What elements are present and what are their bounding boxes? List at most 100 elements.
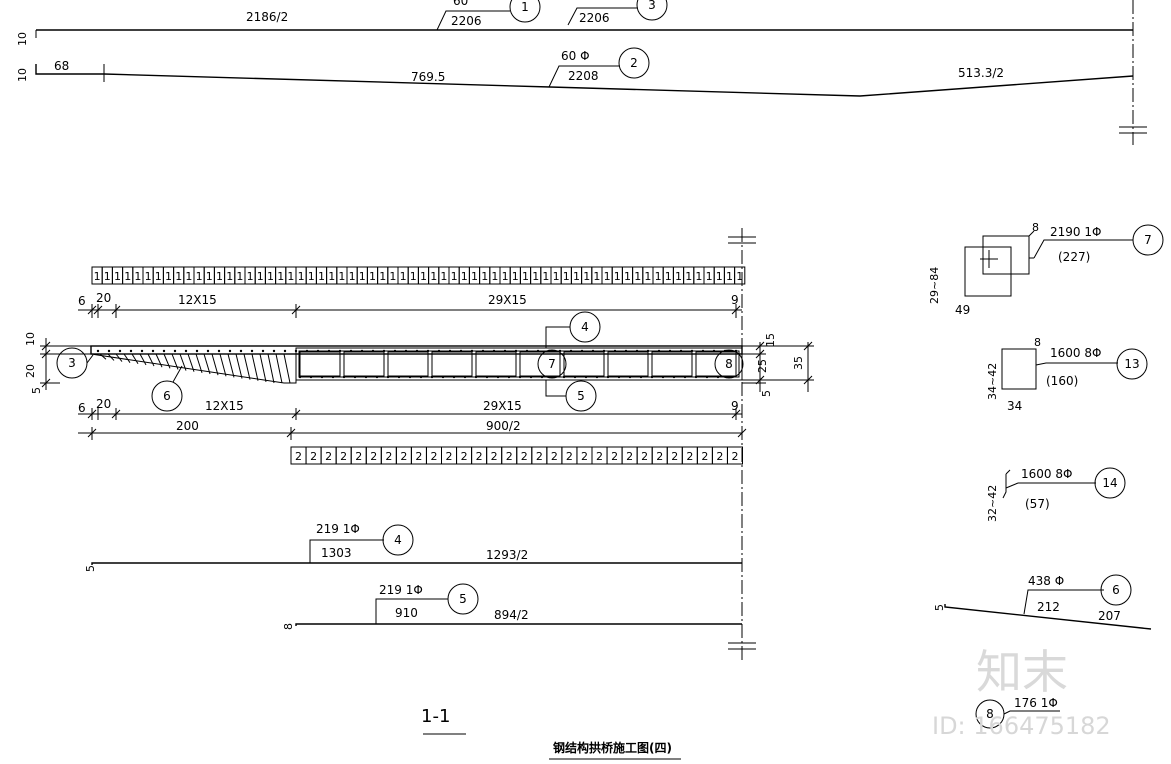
rebar-dot xyxy=(404,349,408,353)
dim-left-a-lower: 6 xyxy=(78,401,86,415)
rebar-dot xyxy=(613,349,617,353)
r-dim-c: 5 xyxy=(760,390,773,397)
hatch-line xyxy=(251,353,259,381)
row2-cell-label: 2 xyxy=(400,450,407,463)
d13-v: 34~42 xyxy=(986,363,999,400)
dim-right: 9 xyxy=(731,293,739,307)
row1-cell-label: 1 xyxy=(573,270,580,283)
row1-cell-label: 1 xyxy=(502,270,509,283)
rebar-dot xyxy=(415,349,419,353)
section-label: 1-1 xyxy=(421,706,466,735)
rebar-dot xyxy=(481,349,485,353)
row2-cell-label: 2 xyxy=(310,450,317,463)
d13-qty: 1600 8Φ xyxy=(1050,346,1101,360)
row1-cell-label: 1 xyxy=(114,270,121,283)
mark-3: 3 xyxy=(68,356,76,370)
row2-cell-label: 2 xyxy=(671,450,678,463)
row2-cell-label: 2 xyxy=(491,450,498,463)
rebar-dot xyxy=(327,349,331,353)
row1-cell-label: 1 xyxy=(583,270,590,283)
row1-cell-label: 1 xyxy=(287,270,294,283)
bar4-side: 5 xyxy=(84,565,97,572)
girder-cell xyxy=(343,351,385,377)
rebar-dot xyxy=(397,375,401,379)
row1-cell-label: 1 xyxy=(736,270,743,283)
girder-cell xyxy=(299,351,341,377)
rebar-dot xyxy=(151,349,155,353)
rebar-dot xyxy=(474,375,478,379)
bar1-mark-circle xyxy=(509,0,541,23)
row1-cell-label: 1 xyxy=(522,270,529,283)
row1-cell-label: 1 xyxy=(451,270,458,283)
hatch-line xyxy=(163,353,171,369)
bar2-mark-circle xyxy=(618,47,650,79)
detail-14: 1600 8Φ (57) 32~42 14 xyxy=(986,467,1126,522)
rebar-dot xyxy=(485,375,489,379)
hatch-line xyxy=(107,353,115,361)
row1-cell-label: 1 xyxy=(685,270,692,283)
row1-cell-label: 1 xyxy=(308,270,315,283)
rebar-dot xyxy=(503,349,507,353)
hatch-line xyxy=(235,353,243,379)
r-dim-a: 15 xyxy=(764,333,777,347)
rebar-dot xyxy=(364,375,368,379)
rebar-dot xyxy=(283,349,287,353)
dim-left-b-lower: 20 xyxy=(96,397,111,411)
bar4-length: 1303 xyxy=(321,546,352,560)
row1-cell-label: 1 xyxy=(277,270,284,283)
rebar-dot xyxy=(701,349,705,353)
row2-cell-label: 2 xyxy=(385,450,392,463)
bar-2-drawing: 10 68 769.5 60 Φ 2208 2 513.3/2 xyxy=(16,47,1134,97)
v-dim-bot: 5 xyxy=(30,387,43,394)
row1-cell-label: 1 xyxy=(145,270,152,283)
row1-cell-label: 1 xyxy=(369,270,376,283)
row1-cell-label: 1 xyxy=(481,270,488,283)
rebar-dot xyxy=(602,349,606,353)
row1-cell-label: 1 xyxy=(542,270,549,283)
girder-cell xyxy=(651,351,693,377)
rebar-dot xyxy=(639,375,643,379)
rebar-dot xyxy=(448,349,452,353)
hatch-line xyxy=(283,353,291,384)
row1-cell-label: 1 xyxy=(634,270,641,283)
row2-cell-label: 2 xyxy=(731,450,738,463)
upper-dimension: 6 20 12X15 29X15 9 xyxy=(78,291,742,318)
row2-cell-label: 2 xyxy=(701,450,708,463)
bar2-qty: 60 Φ xyxy=(561,49,590,63)
hatch-line xyxy=(139,353,147,366)
d6-side: 5 xyxy=(933,604,946,611)
mark-6: 6 xyxy=(163,389,171,403)
r-dim-total: 35 xyxy=(792,356,805,370)
rebar-dot xyxy=(514,349,518,353)
rebar-dot xyxy=(360,349,364,353)
rebar-dot xyxy=(679,349,683,353)
rebar-dot xyxy=(459,349,463,353)
d8-mark: 8 xyxy=(986,707,994,721)
rebar-dot xyxy=(683,375,687,379)
section-label-text: 1-1 xyxy=(421,706,450,727)
hatch-line xyxy=(187,353,195,372)
span-a-lower: 12X15 xyxy=(205,399,244,413)
girder-cell xyxy=(695,351,737,377)
dim-right-lower: 9 xyxy=(731,399,739,413)
deck-hatch xyxy=(99,353,291,384)
row1-cell-label: 1 xyxy=(196,270,203,283)
row1-cell-label: 1 xyxy=(389,270,396,283)
row2-cell-label: 2 xyxy=(461,450,468,463)
row1-cell-label: 1 xyxy=(644,270,651,283)
rebar-dot xyxy=(606,375,610,379)
hatch-line xyxy=(243,353,251,380)
bar2-mid-dim: 769.5 xyxy=(411,70,445,84)
v-dim-top: 10 xyxy=(24,332,37,346)
bar3-length: 2206 xyxy=(579,11,610,25)
rebar-dot xyxy=(338,349,342,353)
rebar-dot xyxy=(309,375,313,379)
dim-left-b: 20 xyxy=(96,291,111,305)
rebar-dot xyxy=(173,349,177,353)
title-text: 钢结构拱桥施工图(四) xyxy=(553,740,672,755)
bar5-qty: 219 1Φ xyxy=(379,583,423,597)
row1-cell-label: 1 xyxy=(471,270,478,283)
hatch-line xyxy=(195,353,203,374)
